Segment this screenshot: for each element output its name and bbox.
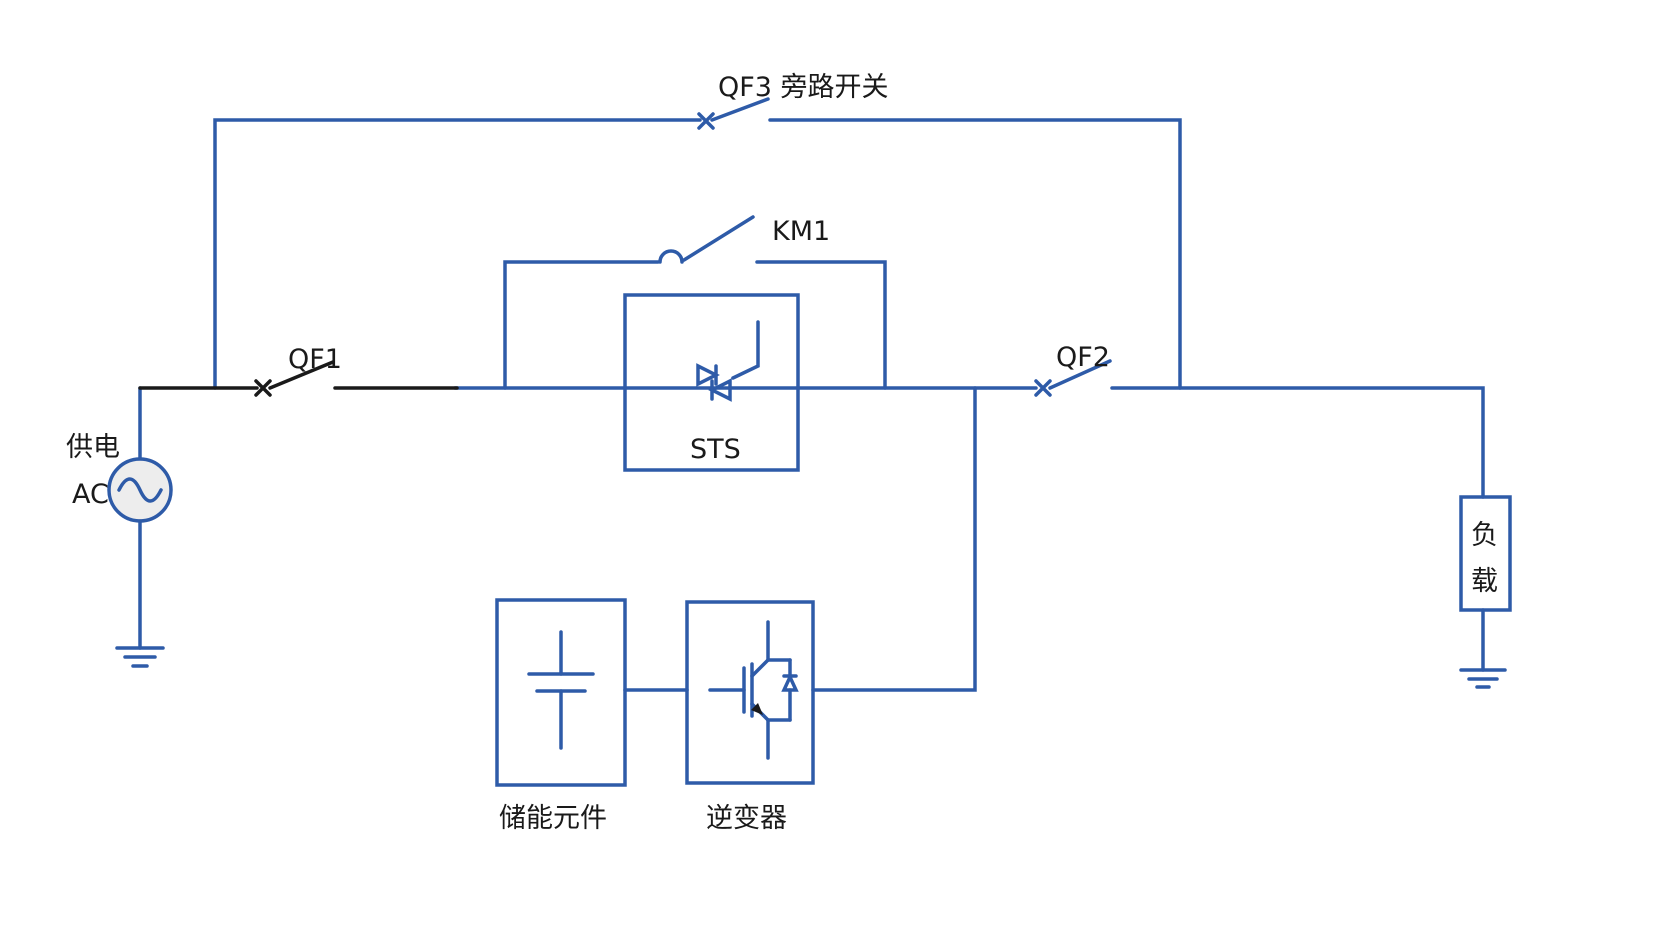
km1-branch-left	[503, 260, 660, 390]
diode-symbol	[781, 672, 799, 692]
qf2-open-cross	[1034, 379, 1052, 397]
diagram-labels: QF3 旁路开关 KM1 QF1 QF2 STS 供电 AC 负 载 储能元件 …	[66, 72, 1498, 834]
bypass-line-left	[213, 118, 702, 390]
load-box	[1459, 495, 1512, 612]
sine-wave-icon	[117, 477, 163, 503]
label-qf2: QF2	[1056, 342, 1110, 373]
triac-symbol	[708, 378, 732, 402]
storage-box	[495, 598, 627, 787]
main-bus-right	[1110, 386, 1485, 499]
km1-contact-arc	[658, 249, 684, 264]
label-storage: 储能元件	[499, 803, 607, 834]
bypass-line-right	[768, 118, 1182, 390]
triac-symbol	[696, 363, 720, 387]
igbt-symbol	[750, 658, 770, 678]
inverter-box	[685, 600, 815, 785]
label-inverter: 逆变器	[706, 803, 787, 834]
black-line-work	[138, 360, 459, 397]
label-qf1: QF1	[288, 344, 342, 375]
qf1-switch-blade	[268, 360, 335, 390]
qf2-switch-blade	[1048, 359, 1112, 390]
label-ac: AC	[72, 479, 109, 510]
km1-switch-blade	[682, 215, 755, 262]
igbt-emitter-arrow-icon	[751, 703, 763, 715]
label-load-char1: 负	[1471, 520, 1498, 551]
sts-box	[623, 293, 800, 472]
qf3-open-cross	[697, 112, 715, 130]
sts-gate-line	[731, 320, 760, 380]
label-sts: STS	[690, 434, 741, 465]
label-supply: 供电	[66, 432, 120, 463]
label-load-char2: 载	[1471, 566, 1498, 597]
qf3-switch-blade	[710, 97, 770, 122]
label-km1: KM1	[772, 216, 830, 247]
inverter-output-line	[811, 386, 977, 692]
label-qf3-bypass: QF3 旁路开关	[718, 72, 889, 103]
km1-branch-right	[755, 260, 887, 390]
qf1-open-cross	[254, 379, 272, 397]
blue-line-work	[107, 97, 1512, 787]
